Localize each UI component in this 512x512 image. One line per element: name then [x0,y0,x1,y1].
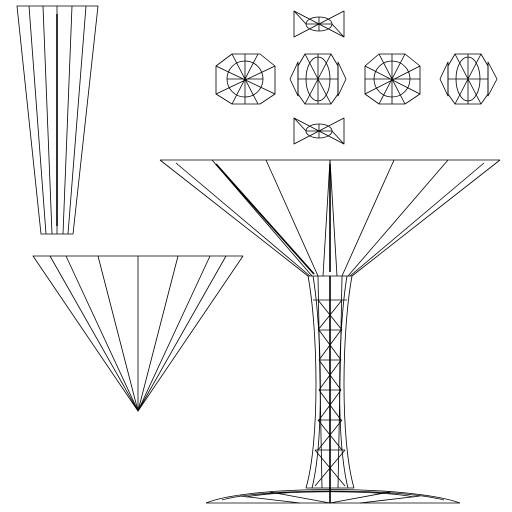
side-ornament-3 [364,53,421,105]
bottom-view-ornament [293,117,345,145]
stem-view [16,5,99,235]
cone-view [32,255,244,412]
goblet-front-view [159,159,501,504]
side-ornament-2 [289,53,347,105]
side-ornament-1 [215,53,276,105]
top-view-ornament [293,10,345,38]
side-ornament-4 [439,53,498,105]
